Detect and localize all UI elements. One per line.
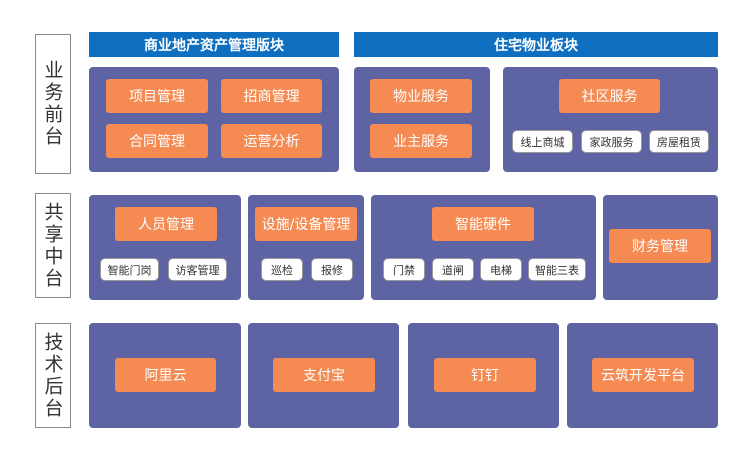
commercial-item[interactable]: 合同管理: [106, 124, 208, 158]
community-tag[interactable]: 线上商城: [512, 130, 573, 153]
commercial-item[interactable]: 招商管理: [221, 79, 322, 113]
facility-button[interactable]: 设施/设备管理: [255, 207, 357, 241]
personnel-tag[interactable]: 智能门岗: [100, 258, 159, 281]
tech-button-yunzhu[interactable]: 云筑开发平台: [592, 358, 694, 392]
hardware-tag[interactable]: 电梯: [480, 258, 522, 281]
hardware-button[interactable]: 智能硬件: [432, 207, 534, 241]
header-commercial: 商业地产资产管理版块: [89, 32, 339, 57]
community-tag[interactable]: 房屋租赁: [649, 130, 709, 153]
hardware-tag[interactable]: 门禁: [383, 258, 425, 281]
header-residential: 住宅物业板块: [354, 32, 718, 57]
layer-label-tech: 技术后台: [35, 323, 71, 428]
personnel-tag[interactable]: 访客管理: [168, 258, 227, 281]
layer-label-middle: 共享中台: [35, 193, 71, 298]
finance-button[interactable]: 财务管理: [609, 229, 711, 263]
facility-tag[interactable]: 巡检: [261, 258, 303, 281]
commercial-item[interactable]: 项目管理: [106, 79, 208, 113]
layer-label-front: 业务前台: [35, 34, 71, 174]
commercial-item[interactable]: 运营分析: [221, 124, 322, 158]
tech-button-alipay[interactable]: 支付宝: [273, 358, 375, 392]
facility-tag[interactable]: 报修: [311, 258, 353, 281]
hardware-tag[interactable]: 道闸: [432, 258, 474, 281]
community-tag[interactable]: 家政服务: [581, 130, 642, 153]
property-item[interactable]: 业主服务: [370, 124, 472, 158]
personnel-button[interactable]: 人员管理: [115, 207, 217, 241]
hardware-tag[interactable]: 智能三表: [528, 258, 586, 281]
tech-button-dingtalk[interactable]: 钉钉: [434, 358, 536, 392]
property-item[interactable]: 物业服务: [370, 79, 472, 113]
community-service-button[interactable]: 社区服务: [559, 79, 660, 113]
tech-button-aliyun[interactable]: 阿里云: [115, 358, 216, 392]
